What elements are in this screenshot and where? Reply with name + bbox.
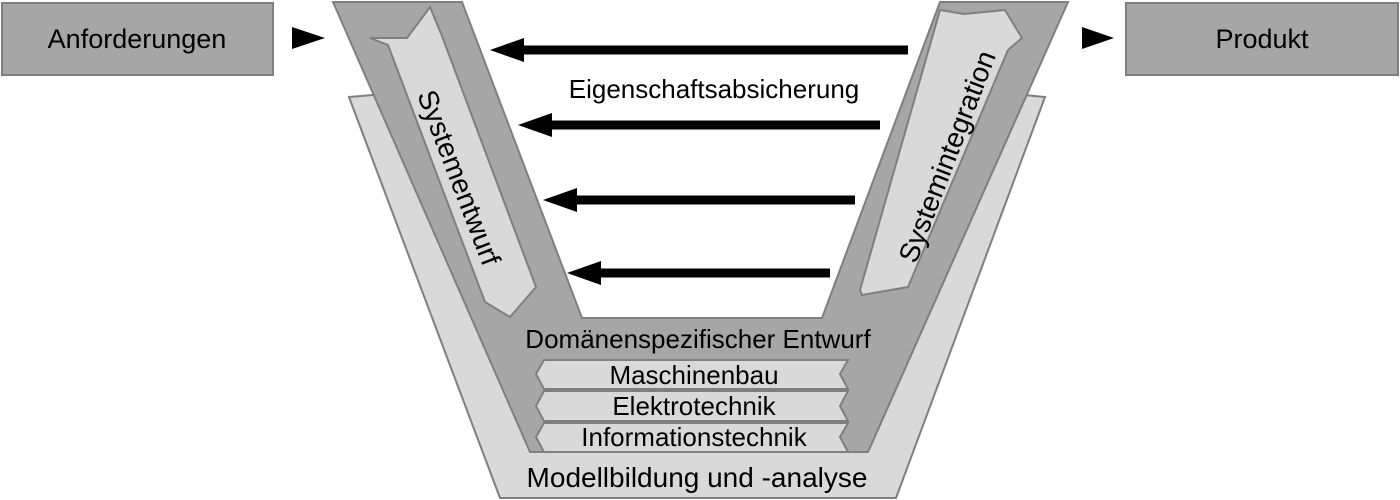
discipline-label-it: Informationstechnik xyxy=(581,422,807,452)
verification-arrow xyxy=(518,113,880,137)
discipline-label-mechanical: Maschinenbau xyxy=(609,360,778,390)
system-design-arrow xyxy=(369,4,538,319)
discipline-band xyxy=(534,422,850,453)
product-box xyxy=(1125,2,1399,76)
input-pointer-icon xyxy=(292,27,325,49)
requirements-box xyxy=(1,2,274,76)
modeling-label: Modellbildung und -analyse xyxy=(527,462,868,493)
discipline-label-electrical: Elektrotechnik xyxy=(612,391,776,421)
output-pointer-icon xyxy=(1082,27,1114,49)
verification-arrow xyxy=(543,188,855,212)
product-label: Produkt xyxy=(1215,24,1309,54)
domain-design-title: Domänenspezifischer Entwurf xyxy=(525,324,871,354)
verification-arrow xyxy=(567,261,830,285)
requirements-label: Anforderungen xyxy=(48,24,227,54)
verification-label: Eigenschaftsabsicherung xyxy=(569,74,860,104)
discipline-band xyxy=(534,390,850,422)
system-integration-arrow xyxy=(858,8,1024,297)
verification-arrow xyxy=(490,38,908,62)
discipline-band xyxy=(534,359,850,390)
